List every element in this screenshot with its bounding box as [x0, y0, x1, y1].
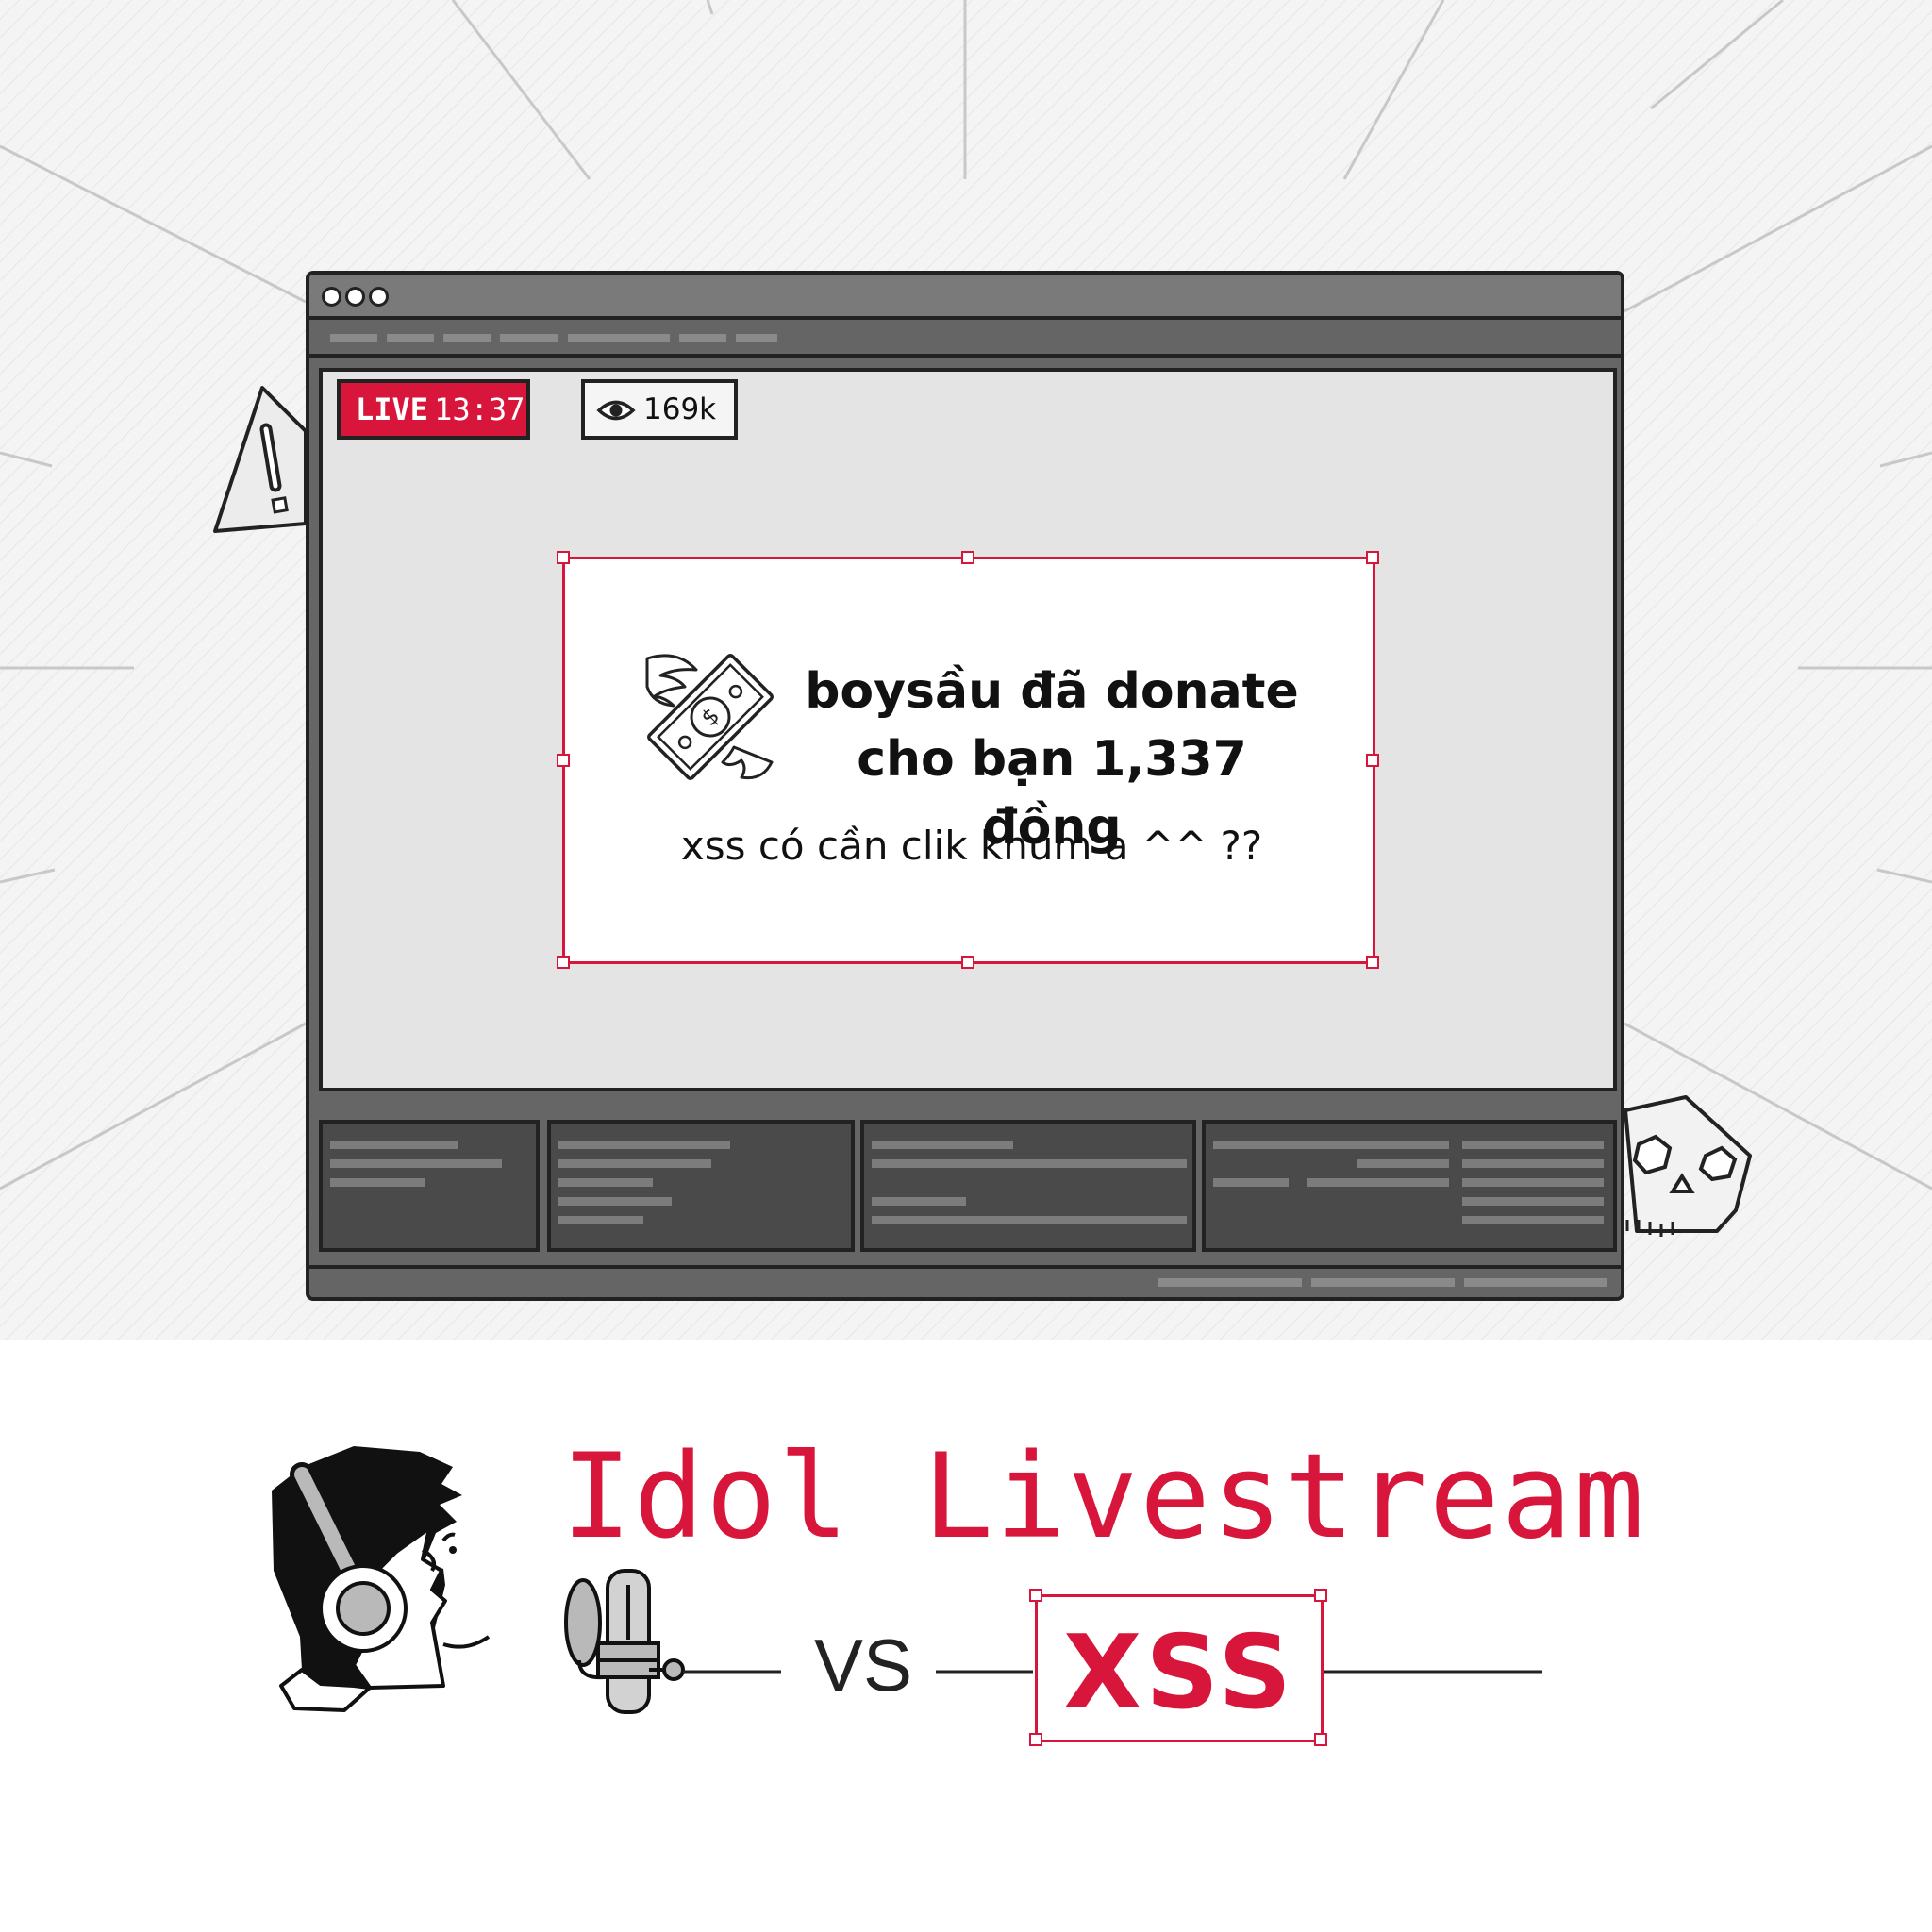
vs-label: VS: [813, 1624, 913, 1707]
resize-handle[interactable]: [1366, 551, 1379, 564]
resize-handle[interactable]: [557, 551, 570, 564]
money-with-wings-icon: $: [645, 654, 774, 780]
resize-handle[interactable]: [961, 551, 974, 564]
resize-handle[interactable]: [1366, 956, 1379, 969]
menu-item[interactable]: [443, 334, 491, 342]
connector-lines: [683, 1670, 1542, 1674]
status-bar: [309, 1265, 1621, 1297]
menu-item[interactable]: [387, 334, 434, 342]
menu-item[interactable]: [736, 334, 777, 342]
eye-icon: [596, 400, 636, 421]
warning-icon: [213, 386, 308, 533]
donation-message: xss có cần clik khum a ^^ ??: [680, 823, 1263, 869]
viewer-count-badge: 169k: [581, 379, 738, 440]
donation-title-line2: cho bạn 1,337 đồng: [857, 731, 1247, 856]
viewer-count: 169k: [643, 392, 717, 426]
menu-item[interactable]: [679, 334, 726, 342]
live-timer: 13:37: [434, 391, 525, 427]
info-panel: [860, 1120, 1196, 1252]
window-close-button[interactable]: [322, 287, 341, 307]
headphones-icon: [290, 1462, 408, 1653]
donation-title-line1: boysầu đã donate: [805, 663, 1299, 720]
xss-box: XSS: [1029, 1589, 1327, 1746]
resize-handle[interactable]: [961, 956, 974, 969]
resize-handle[interactable]: [1029, 1589, 1042, 1602]
skull-icon: [1624, 1095, 1752, 1237]
microphone-icon: [564, 1569, 685, 1714]
resize-handle[interactable]: [557, 956, 570, 969]
resize-handle[interactable]: [1314, 1589, 1327, 1602]
streamer-character: [272, 1446, 491, 1712]
info-panel: [319, 1120, 540, 1252]
menu-bar: [309, 320, 1621, 358]
stream-viewport: [319, 368, 1617, 1091]
resize-handle[interactable]: [557, 754, 570, 767]
resize-handle[interactable]: [1314, 1733, 1327, 1746]
menu-item[interactable]: [568, 334, 670, 342]
menu-item[interactable]: [330, 334, 377, 342]
title-bar: [309, 275, 1621, 320]
menu-item[interactable]: [500, 334, 558, 342]
info-panel: [1202, 1120, 1617, 1252]
headline-title: Idol Livestream: [561, 1429, 1646, 1565]
window-maximize-button[interactable]: [369, 287, 389, 307]
window-minimize-button[interactable]: [345, 287, 365, 307]
resize-handle[interactable]: [1029, 1733, 1042, 1746]
xss-label: XSS: [1063, 1614, 1295, 1732]
donation-alert[interactable]: $ boysầu đã donate cho bạn 1,337 đồng xs…: [557, 551, 1379, 969]
donation-title: boysầu đã donate cho bạn 1,337 đồng: [788, 658, 1316, 861]
info-panel: [547, 1120, 855, 1252]
resize-handle[interactable]: [1366, 754, 1379, 767]
live-label: LIVE: [356, 391, 429, 427]
